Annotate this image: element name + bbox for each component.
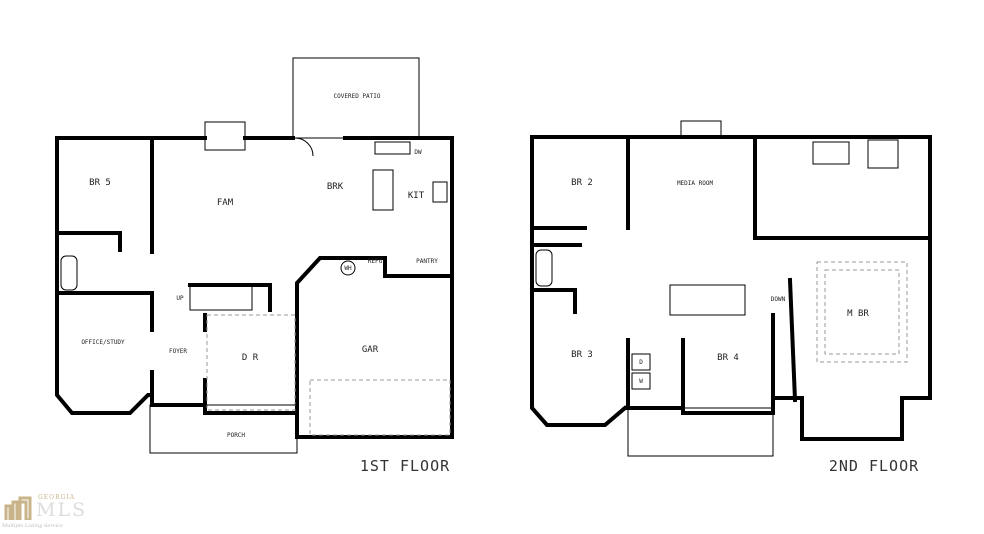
first-floor-plan xyxy=(55,57,454,454)
georgia-mls-watermark: GEORGIA MLS Multiple Listing Service xyxy=(2,494,85,534)
label-pantry: PANTRY xyxy=(416,258,438,265)
label-kit: KIT xyxy=(408,191,425,201)
label-wh: WH xyxy=(344,265,352,272)
bathtub-icon xyxy=(535,249,553,287)
fireplace xyxy=(204,121,246,151)
label-gar: GAR xyxy=(362,345,379,355)
label-porch: PORCH xyxy=(227,432,245,439)
label-br2: BR 2 xyxy=(571,178,593,188)
logo-state: GEORGIA xyxy=(38,494,76,501)
bathtub-icon xyxy=(60,255,78,291)
door-swing xyxy=(294,137,314,157)
label-dw: DW xyxy=(414,149,422,156)
label-down: DOWN xyxy=(771,296,786,303)
range xyxy=(432,181,448,203)
porch-outline xyxy=(149,404,298,454)
logo-tagline: Multiple Listing Service xyxy=(2,523,63,529)
label-dr: D R xyxy=(242,353,259,363)
label-foyer: FOYER xyxy=(169,348,187,355)
label-refg: REFG xyxy=(368,258,383,265)
first-floor-labels: COVERED PATIO BR 5 FAM BRK KIT DW REFG P… xyxy=(81,93,450,475)
second-floor-plan xyxy=(530,120,932,457)
first-floor-title: 1ST FLOOR xyxy=(360,457,450,475)
kitchen-island xyxy=(372,169,394,211)
shower xyxy=(867,139,899,169)
label-br5: BR 5 xyxy=(89,178,111,188)
label-covered-patio: COVERED PATIO xyxy=(334,93,381,100)
logo-brand: MLS xyxy=(36,499,88,521)
label-washer: W xyxy=(639,378,643,385)
label-mbr: M BR xyxy=(847,309,869,319)
kitchen-sink xyxy=(374,141,411,155)
label-br3: BR 3 xyxy=(571,350,593,360)
master-tub xyxy=(812,141,850,165)
second-floor-title: 2ND FLOOR xyxy=(829,457,919,475)
water-heater xyxy=(340,260,356,276)
label-br4: BR 4 xyxy=(717,353,739,363)
label-media-room: MEDIA ROOM xyxy=(677,180,714,187)
label-up: UP xyxy=(176,295,184,302)
label-office: OFFICE/STUDY xyxy=(81,339,125,346)
front-roof-outline xyxy=(627,407,774,457)
label-dryer: D xyxy=(639,359,643,366)
label-brk: BRK xyxy=(327,182,344,192)
label-fam: FAM xyxy=(217,198,234,208)
mls-logo-icon xyxy=(4,496,32,520)
second-floor-labels: BR 2 MEDIA ROOM DOWN M BR BR 3 BR 4 D W … xyxy=(571,178,919,475)
